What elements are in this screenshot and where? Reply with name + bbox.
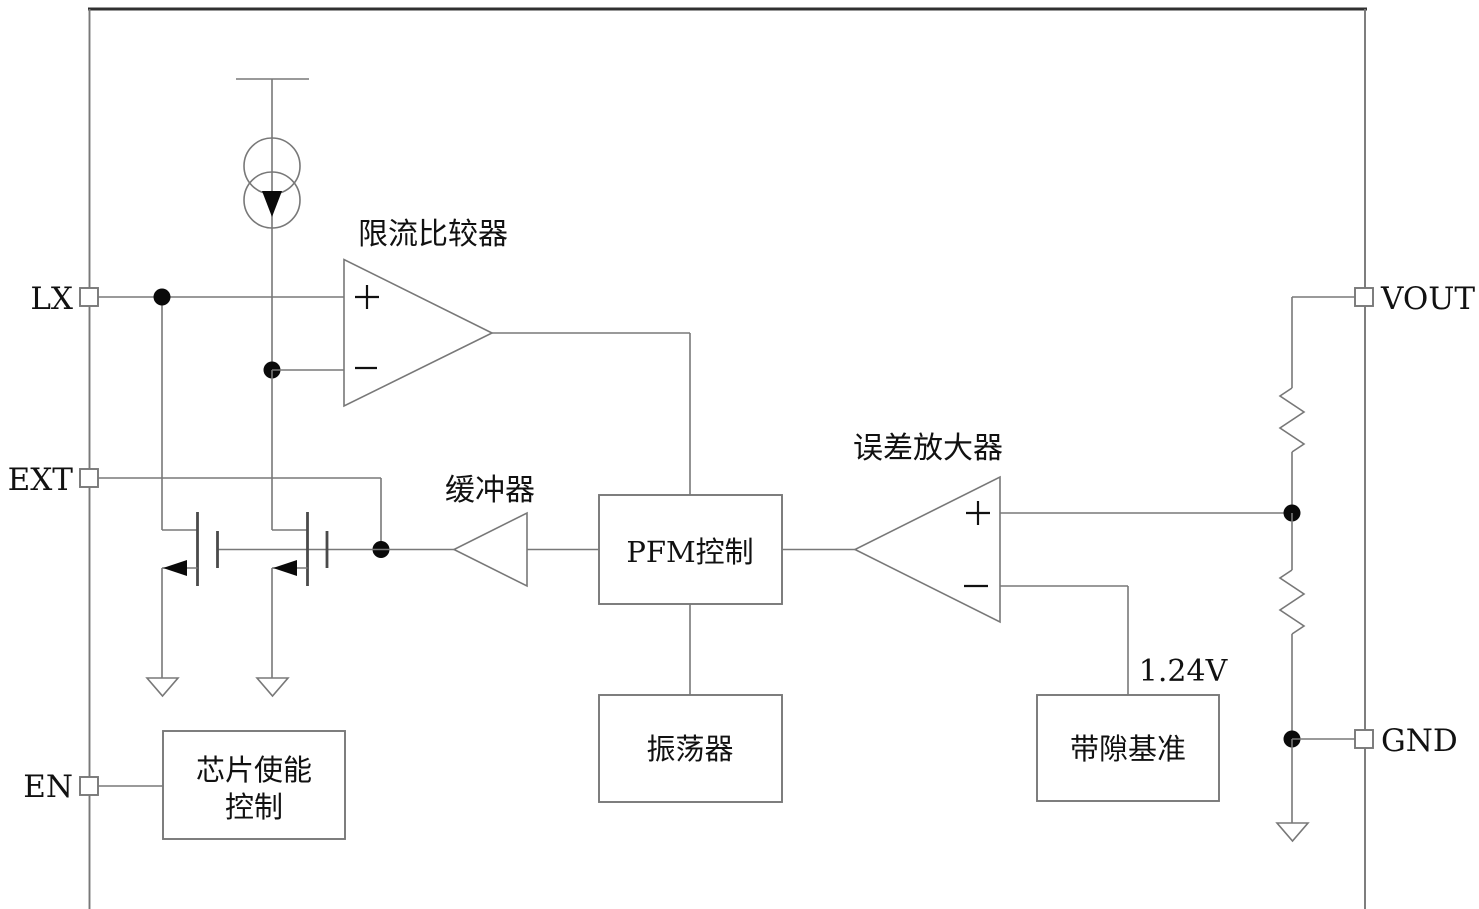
feedback-divider [1275,296,1355,843]
resistor-bottom [1278,569,1306,635]
error-amplifier: 误差放大器 1.24V [782,431,1292,695]
current-source-arrow [262,191,282,217]
pin-lx [79,287,99,307]
right-mosfet-source-arrow [273,560,297,576]
error-amp-label: 误差放大器 [853,431,1003,466]
lx-junction-dot [153,288,171,306]
buffer-triangle [452,511,528,588]
oscillator-block: 振荡器 [598,604,783,803]
right-ground-symbol [255,677,290,698]
pin-vout [1354,287,1374,307]
current-source-circle-bottom [243,171,301,229]
enable-label-line1: 芯片使能 [196,753,312,787]
error-amp-triangle [853,475,1001,624]
reference-voltage-label: 1.24V [1139,654,1229,689]
pfm-box [598,494,783,605]
pin-en-label: EN [23,769,73,805]
oscillator-box [598,694,783,803]
pin-en [79,776,99,796]
bandgap-label: 带隙基准 [1070,732,1186,766]
left-ground-symbol [145,677,180,698]
enable-label-line2: 控制 [225,790,283,824]
bandgap-box [1036,694,1220,802]
pin-lx-label: LX [30,281,73,317]
chip-boundary [88,7,1367,909]
buffer: 缓冲器 [381,473,599,588]
comparator-triangle [343,258,494,408]
pfm-control-block: PFM控制 [598,494,783,605]
pin-gnd-label: GND [1381,723,1458,759]
resistor-top [1278,387,1306,453]
pfm-label: PFM控制 [626,535,753,569]
lx-net [98,288,344,531]
current-limit-comparator: 限流比较器 [343,217,691,495]
left-mosfet [145,512,219,698]
divider-ground-symbol [1275,822,1310,843]
pin-ext [79,468,99,488]
current-source [236,78,344,379]
power-mosfets [145,370,381,698]
left-mosfet-source-arrow [163,560,187,576]
buffer-label: 缓冲器 [445,473,535,508]
oscillator-label: 振荡器 [646,732,733,766]
bandgap-block: 带隙基准 [1036,694,1220,802]
pins: LX EXT EN VOUT GND [8,281,1476,805]
right-mosfet [255,370,329,698]
pin-ext-label: EXT [8,462,74,498]
pin-gnd [1354,729,1374,749]
pin-vout-label: VOUT [1380,281,1475,317]
comparator-label: 限流比较器 [358,217,508,252]
enable-control-block: 芯片使能 控制 [98,730,346,840]
enable-box [162,730,346,840]
ext-net [98,477,390,558]
